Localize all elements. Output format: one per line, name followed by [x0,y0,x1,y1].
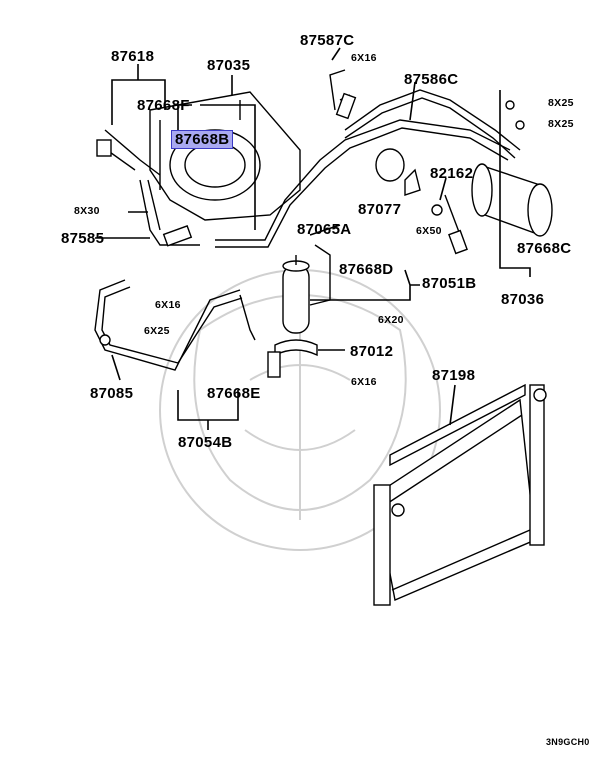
compressor[interactable] [471,100,553,237]
label-6x16-mid[interactable]: 6X16 [155,299,181,311]
label-6x25[interactable]: 6X25 [144,325,170,337]
liquid-pipe[interactable] [94,279,256,371]
label-87012[interactable]: 87012 [350,343,394,360]
label-87036[interactable]: 87036 [501,291,545,308]
evaporator-hoses[interactable] [96,119,511,248]
label-87585[interactable]: 87585 [61,230,105,247]
label-8x25-upper[interactable]: 8X25 [548,97,574,109]
bracket-87077[interactable] [375,148,421,196]
label-6x16-top[interactable]: 6X16 [351,52,377,64]
switch-82162[interactable] [431,194,468,255]
label-8x25-lower[interactable]: 8X25 [548,118,574,130]
label-87668b-highlighted[interactable]: 87668B [171,130,234,149]
label-6x16-low[interactable]: 6X16 [351,376,377,388]
compressor-hoses[interactable] [329,69,521,159]
label-87587c[interactable]: 87587C [300,32,355,49]
label-87085[interactable]: 87085 [90,385,134,402]
label-87051b[interactable]: 87051B [422,275,477,292]
label-6x50[interactable]: 6X50 [416,225,442,237]
label-87668e[interactable]: 87668E [207,385,261,402]
label-6x20[interactable]: 6X20 [378,314,404,326]
label-8x30[interactable]: 8X30 [74,205,100,217]
leader-lines [95,47,531,430]
receiver-drier[interactable] [267,244,331,378]
label-87586c[interactable]: 87586C [404,71,459,88]
label-82162[interactable]: 82162 [430,165,474,182]
label-87054b[interactable]: 87054B [178,434,233,451]
label-87668f[interactable]: 87668F [137,97,190,114]
label-87035[interactable]: 87035 [207,57,251,74]
label-87198[interactable]: 87198 [432,367,476,384]
diagram-code: 3N9GCH0 [546,737,590,747]
label-87077[interactable]: 87077 [358,201,402,218]
label-87668d[interactable]: 87668D [339,261,394,278]
label-87618[interactable]: 87618 [111,48,155,65]
condenser[interactable] [373,383,547,606]
label-87668c[interactable]: 87668C [517,240,572,257]
label-87065a[interactable]: 87065A [297,221,352,238]
